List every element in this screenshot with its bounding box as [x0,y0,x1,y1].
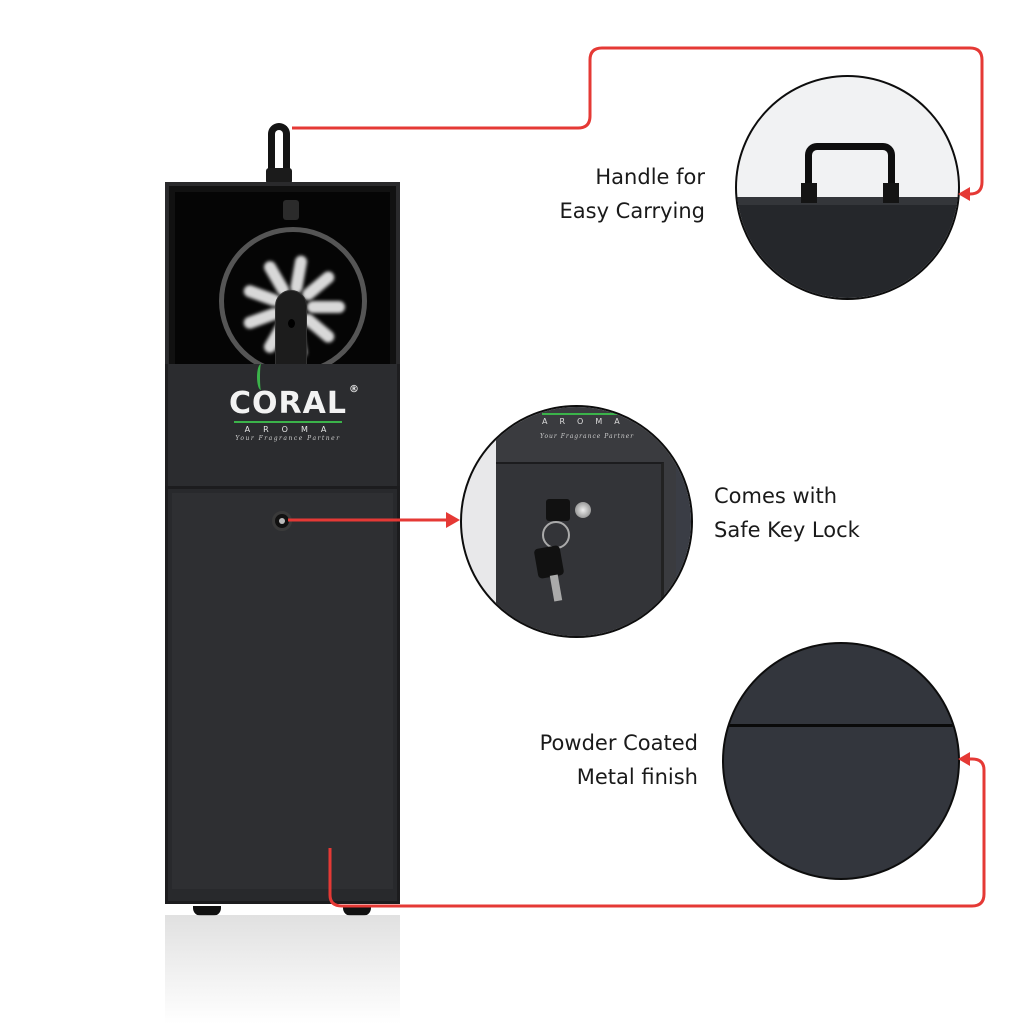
lock-feature-label: Comes with Safe Key Lock [714,479,944,547]
arrow-lock-icon [446,512,460,528]
handle-icon [805,143,895,199]
lock-cylinder [575,502,591,518]
handle-label-line-2: Easy Carrying [559,199,705,223]
floor-reflection [165,915,400,1024]
handle-zoom-circle [735,75,960,300]
panel-seam [724,724,958,727]
logo-underline [234,421,342,423]
finish-label-line-1: Powder Coated [539,731,698,755]
finish-label-line-2: Metal finish [576,765,698,789]
finish-feature-label: Powder Coated Metal finish [480,726,698,794]
handle-label-line-1: Handle for [595,165,705,189]
lock-label-line-2: Safe Key Lock [714,518,860,542]
fan-compartment [165,182,400,380]
spare-key-icon [533,544,565,580]
fan-nozzle-nut [283,200,299,220]
steam-icon [257,364,265,390]
cabinet-door [165,486,400,904]
finish-zoom-circle [722,642,960,880]
logo-panel: CORAL ® AROMA Your Fragrance Partner [165,364,400,486]
sub-brand: AROMA [244,425,340,434]
foot-right [343,906,371,916]
inset-sub-brand: AROMA [542,413,632,426]
foot-left [193,906,221,916]
registered-mark: ® [348,384,360,395]
handle-mount [266,168,292,184]
brand-logo: CORAL ® AROMA Your Fragrance Partner [228,364,359,442]
brand-wordmark: CORAL [229,386,347,421]
key-icon [546,499,570,521]
aroma-diffuser-product: CORAL ® AROMA Your Fragrance Partner [165,120,400,916]
handle-feature-label: Handle for Easy Carrying [520,160,705,228]
key-lock-icon [272,511,292,531]
carry-handle [268,123,290,183]
lock-zoom-circle: AROMA Your Fragrance Partner [460,405,693,638]
inset-tagline: Your Fragrance Partner [540,433,635,440]
lock-label-line-1: Comes with [714,484,838,508]
brand-tagline: Your Fragrance Partner [235,435,341,442]
